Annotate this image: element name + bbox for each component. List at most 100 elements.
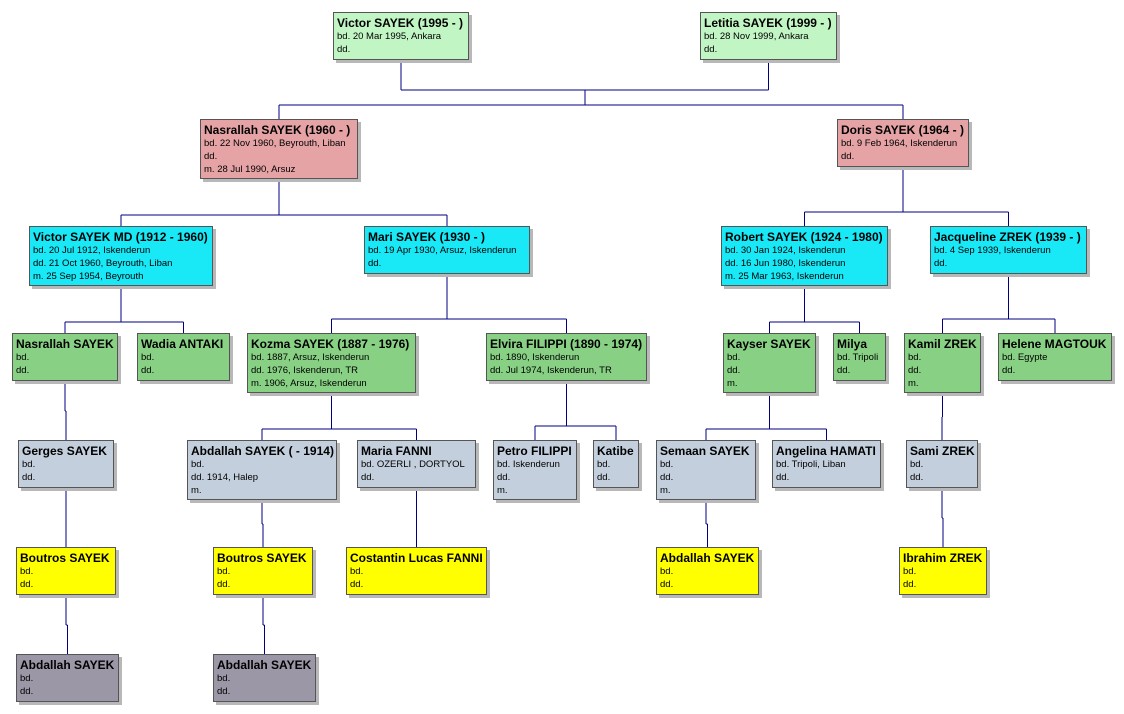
person-detail-line: dd. 21 Oct 1960, Beyrouth, Liban bbox=[33, 258, 173, 269]
person-detail-line: bd. 1887, Arsuz, Iskenderun bbox=[251, 352, 370, 363]
person-detail-line: dd. bbox=[727, 365, 741, 376]
person-detail-line: dd. bbox=[776, 472, 790, 483]
person-detail-line: m. bbox=[16, 377, 114, 380]
person-name: Costantin Lucas FANNI bbox=[350, 551, 483, 565]
person-detail-line: bd. bbox=[20, 673, 34, 684]
person-detail-line: bd. bbox=[350, 566, 364, 577]
person-detail-line: dd. bbox=[204, 151, 218, 162]
person-detail-line: bd. bbox=[910, 459, 924, 470]
person-detail-line: bd. 30 Jan 1924, Iskenderun bbox=[725, 245, 846, 256]
person-box-victor-md[interactable]: Victor SAYEK MD (1912 - 1960)bd. 20 Jul … bbox=[29, 226, 213, 286]
person-name: Petro FILIPPI bbox=[497, 444, 572, 458]
person-name: Robert SAYEK (1924 - 1980) bbox=[725, 230, 883, 244]
person-detail-line: bd. bbox=[660, 566, 674, 577]
person-detail-line: bd. bbox=[727, 352, 741, 363]
person-detail-line: dd. bbox=[660, 472, 674, 483]
person-detail-line: m. 25 Sep 1954, Beyrouth bbox=[33, 271, 144, 282]
person-detail-line: bd. 20 Jul 1912, Iskenderun bbox=[33, 245, 151, 256]
person-name: Milya bbox=[837, 337, 868, 351]
person-detail-line: bd. bbox=[191, 459, 205, 470]
person-detail-line: dd. bbox=[497, 472, 511, 483]
person-detail-line: bd. 9 Feb 1964, Iskenderun bbox=[841, 138, 958, 149]
person-detail-line: dd. bbox=[22, 472, 36, 483]
person-detail-line: bd. Iskenderun bbox=[497, 459, 560, 470]
person-detail-line: m. 1906, Arsuz, Iskenderun bbox=[251, 378, 367, 389]
person-box-doris-1964[interactable]: Doris SAYEK (1964 - )bd. 9 Feb 1964, Isk… bbox=[837, 119, 969, 167]
person-detail-line: dd. bbox=[368, 258, 382, 269]
person-detail-line: bd. bbox=[903, 566, 917, 577]
person-box-nasrallah-1960[interactable]: Nasrallah SAYEK (1960 - )bd. 22 Nov 1960… bbox=[200, 119, 358, 179]
person-detail-line: bd. Egypte bbox=[1002, 352, 1048, 363]
person-name: Jacqueline ZREK (1939 - ) bbox=[934, 230, 1081, 244]
person-detail-line: bd. bbox=[597, 459, 611, 470]
person-name: Kayser SAYEK bbox=[727, 337, 811, 351]
person-name: Semaan SAYEK bbox=[660, 444, 750, 458]
person-name: Helene MAGTOUK bbox=[1002, 337, 1107, 351]
person-detail-line: m. 25 Mar 1963, Iskenderun bbox=[725, 271, 844, 282]
person-detail-line: bd. 19 Apr 1930, Arsuz, Iskenderun bbox=[368, 245, 517, 256]
person-detail-line: dd. bbox=[837, 365, 851, 376]
person-detail-line: dd. bbox=[361, 472, 375, 483]
person-box-robert-1924[interactable]: Robert SAYEK (1924 - 1980)bd. 30 Jan 192… bbox=[721, 226, 888, 286]
person-detail-line: dd. bbox=[141, 365, 155, 376]
person-detail-line: bd. 4 Sep 1939, Iskenderun bbox=[934, 245, 1051, 256]
person-box-kozma[interactable]: Kozma SAYEK (1887 - 1976)bd. 1887, Arsuz… bbox=[247, 333, 416, 393]
person-name: Boutros SAYEK bbox=[217, 551, 307, 565]
person-detail-line: bd. bbox=[16, 352, 30, 363]
person-name: Abdallah SAYEK ( - 1914) bbox=[191, 444, 334, 458]
person-detail-line: m. bbox=[660, 485, 671, 496]
person-detail-line: dd. bbox=[217, 579, 231, 590]
person-detail-line: dd. bbox=[16, 365, 30, 376]
person-name: Wadia ANTAKI bbox=[141, 337, 224, 351]
person-box-mari-1930[interactable]: Mari SAYEK (1930 - )bd. 19 Apr 1930, Ars… bbox=[364, 226, 530, 274]
person-detail-line: bd. 1890, Iskenderun bbox=[490, 352, 580, 363]
person-detail-line: bd. 22 Nov 1960, Beyrouth, Liban bbox=[204, 138, 346, 149]
person-name: Kozma SAYEK (1887 - 1976) bbox=[251, 337, 410, 351]
person-detail-line: m. bbox=[191, 485, 202, 496]
person-detail-line: dd. bbox=[903, 579, 917, 590]
person-detail-line: m. bbox=[497, 485, 508, 496]
person-name: Victor SAYEK (1995 - ) bbox=[337, 16, 464, 30]
person-detail-line: bd. bbox=[217, 673, 231, 684]
person-box-jacqueline-1939[interactable]: Jacqueline ZREK (1939 - )bd. 4 Sep 1939,… bbox=[930, 226, 1087, 274]
person-detail-line: dd. bbox=[841, 151, 855, 162]
person-detail-line: m. bbox=[908, 378, 919, 389]
person-name: Elvira FILIPPI (1890 - 1974) bbox=[490, 337, 643, 351]
person-box-letitia-1999[interactable]: Letitia SAYEK (1999 - )bd. 28 Nov 1999, … bbox=[700, 12, 837, 60]
person-detail-line: bd. Tripoli, Liban bbox=[776, 459, 846, 470]
person-name: Sami ZREK bbox=[910, 444, 975, 458]
person-box-victor-1995[interactable]: Victor SAYEK (1995 - )bd. 20 Mar 1995, A… bbox=[333, 12, 469, 60]
person-box-elvira[interactable]: Elvira FILIPPI (1890 - 1974)bd. 1890, Is… bbox=[486, 333, 647, 381]
person-detail-line: m. 28 Jul 1990, Arsuz bbox=[204, 164, 296, 175]
person-detail-line: dd. Jul 1974, Iskenderun, TR bbox=[490, 365, 612, 376]
person-name: Letitia SAYEK (1999 - ) bbox=[704, 16, 832, 30]
person-box-abdallah-1914[interactable]: Abdallah SAYEK ( - 1914)bd.dd. 1914, Hal… bbox=[187, 440, 337, 500]
person-detail-line: bd. OZERLI , DORTYOL bbox=[361, 459, 465, 470]
person-detail-line: bd. bbox=[141, 352, 155, 363]
person-name: Ibrahim ZREK bbox=[903, 551, 983, 565]
person-detail-line: bd. 20 Mar 1995, Ankara bbox=[337, 31, 442, 42]
person-detail-line: bd. bbox=[217, 566, 231, 577]
person-name: Nasrallah SAYEK bbox=[16, 337, 114, 351]
person-detail-line: dd. bbox=[934, 258, 948, 269]
